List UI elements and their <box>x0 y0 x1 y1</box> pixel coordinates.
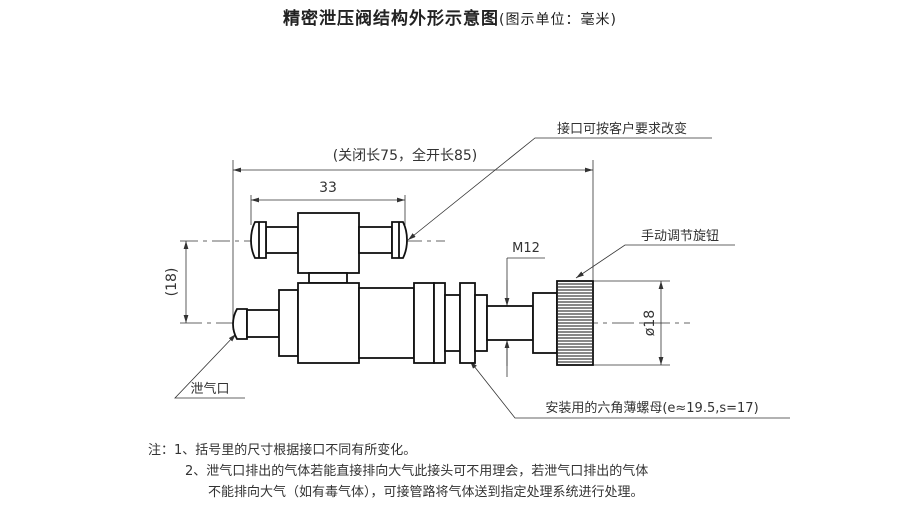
title-main: 精密泄压阀结构外形示意图 <box>283 9 500 29</box>
knob-label: 手动调节旋钮 <box>641 229 719 244</box>
overall-length-label: (关闭长75，全开长85) <box>333 147 478 164</box>
vent-label: 泄气口 <box>190 381 229 397</box>
leader-knob <box>575 244 735 279</box>
interface-label: 接口可按客户要求改变 <box>557 121 687 137</box>
note-2: 2、泄气口排出的气体若能直接排向大气此接头可不用理会，若泄气口排出的气体 <box>185 464 649 479</box>
note-2-cont: 不能排向大气（如有毒气体），可接管路将气体送到指定处理系统进行处理。 <box>208 485 644 500</box>
nut-label: 安装用的六角薄螺母(e≈19.5,s=17) <box>545 400 758 416</box>
notes: 注：1、括号里的尺寸根据接口不同有所变化。 2、泄气口排出的气体若能直接排向大气… <box>148 440 648 503</box>
dim-m12-label: M12 <box>512 241 540 256</box>
dim-18-label: (18) <box>164 268 180 297</box>
dim-d18-label: ø18 <box>642 310 658 336</box>
diagram-title: 精密泄压阀结构外形示意图(图示单位：毫米) <box>0 4 900 29</box>
dim-33-label: 33 <box>319 180 337 196</box>
leader-interface <box>407 137 712 241</box>
leader-nut <box>469 360 790 419</box>
title-unit: (图示单位：毫米) <box>499 12 617 28</box>
notes-prefix: 注： <box>148 443 175 458</box>
leader-vent <box>174 333 245 399</box>
note-1: 1、括号里的尺寸根据接口不同有所变化。 <box>174 443 417 458</box>
knob-knurling <box>558 283 592 363</box>
